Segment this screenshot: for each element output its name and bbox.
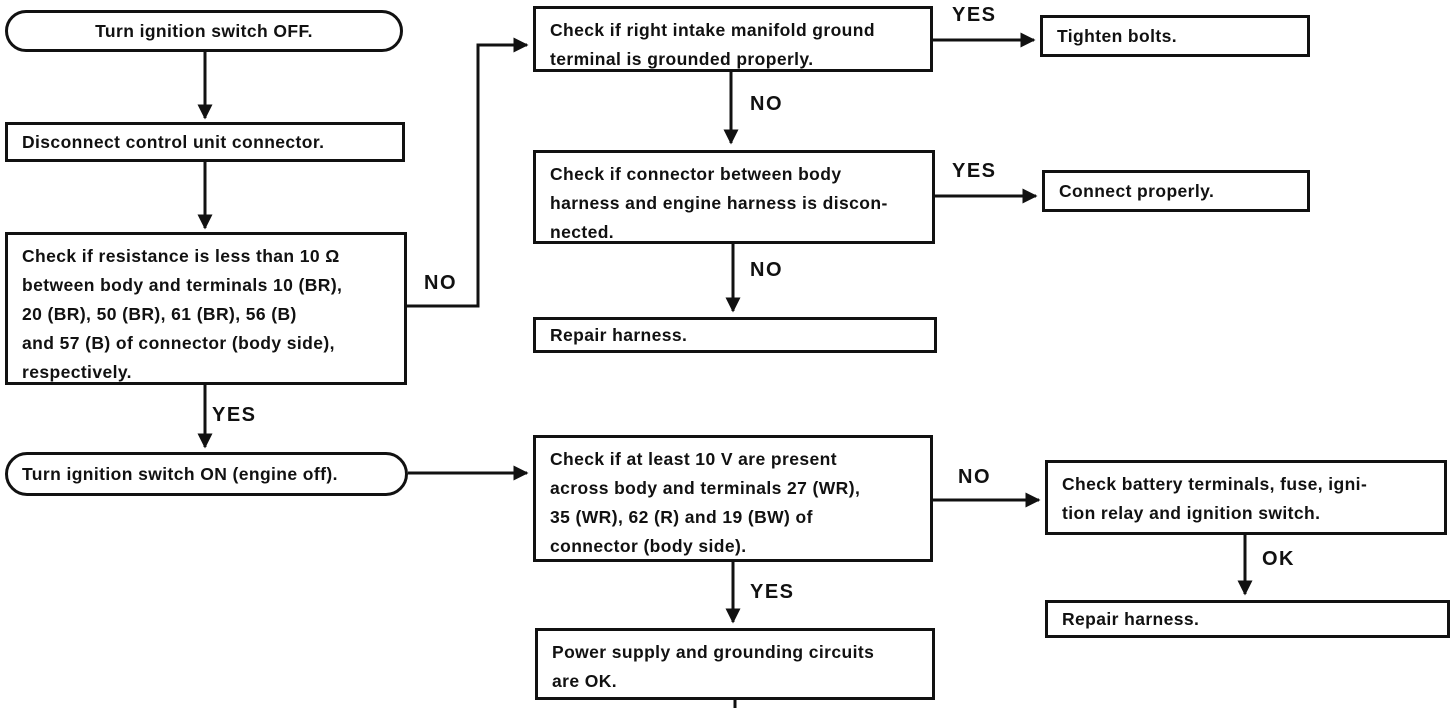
edge-label-no-voltage: NO xyxy=(958,466,991,488)
node-label: Turn ignition switch OFF. xyxy=(95,20,313,41)
node-disconnect-control-unit-connector: Disconnect control unit connector. xyxy=(5,122,405,162)
node-label: Repair harness. xyxy=(550,324,688,345)
edge-label-no-resistance: NO xyxy=(424,272,457,294)
node-label: Check if at least 10 V are present acros… xyxy=(550,449,861,556)
node-label: Connect properly. xyxy=(1059,180,1215,201)
node-check-resistance: Check if resistance is less than 10 Ω be… xyxy=(5,232,407,385)
node-label: Check if connector between body harness … xyxy=(550,164,888,242)
node-power-supply-ok: Power supply and grounding circuits are … xyxy=(535,628,935,700)
edge-label-yes-resistance: YES xyxy=(212,404,257,426)
edge-label-ok-battery: OK xyxy=(1262,548,1295,570)
arrow-resistance-no-to-intake xyxy=(407,37,529,308)
node-repair-harness-right: Repair harness. xyxy=(1045,600,1450,638)
node-turn-ignition-on: Turn ignition switch ON (engine off). xyxy=(5,452,408,496)
edge-label-yes-voltage: YES xyxy=(750,581,795,603)
node-connect-properly: Connect properly. xyxy=(1042,170,1310,212)
node-check-voltage: Check if at least 10 V are present acros… xyxy=(533,435,933,562)
node-label: Power supply and grounding circuits are … xyxy=(552,642,875,691)
node-tighten-bolts: Tighten bolts. xyxy=(1040,15,1310,57)
node-label: Tighten bolts. xyxy=(1057,25,1177,46)
node-label: Check battery terminals, fuse, igni- tio… xyxy=(1062,474,1368,523)
edge-label-no-intake: NO xyxy=(750,93,783,115)
node-label: Check if resistance is less than 10 Ω be… xyxy=(22,246,343,382)
edge-label-yes-harness: YES xyxy=(952,160,997,182)
edge-label-yes-intake: YES xyxy=(952,4,997,26)
node-label: Disconnect control unit connector. xyxy=(22,131,325,152)
node-label: Repair harness. xyxy=(1062,608,1200,629)
node-check-intake-manifold-ground: Check if right intake manifold ground te… xyxy=(533,6,933,72)
node-label: Turn ignition switch ON (engine off). xyxy=(22,463,338,484)
node-check-battery-terminals: Check battery terminals, fuse, igni- tio… xyxy=(1045,460,1447,535)
node-repair-harness-mid: Repair harness. xyxy=(533,317,937,353)
edge-label-no-harness: NO xyxy=(750,259,783,281)
node-turn-ignition-off: Turn ignition switch OFF. xyxy=(5,10,403,52)
node-label: Check if right intake manifold ground te… xyxy=(550,20,875,69)
node-check-harness-connector: Check if connector between body harness … xyxy=(533,150,935,244)
